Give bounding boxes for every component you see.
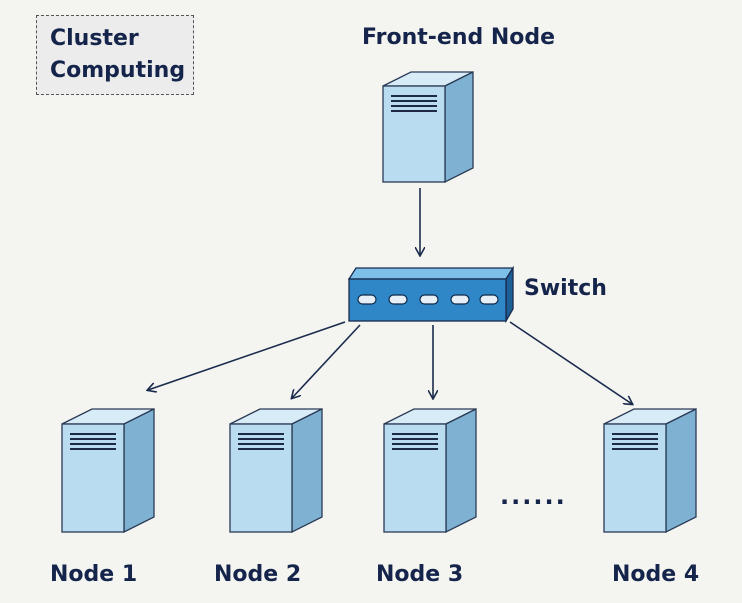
more-nodes-ellipsis: ...... bbox=[500, 482, 567, 510]
arrow-switch-to-node-4 bbox=[509, 321, 632, 404]
front-end-node-label: Front-end Node bbox=[362, 25, 556, 50]
switch-port-1 bbox=[357, 294, 377, 305]
node-3-server bbox=[383, 407, 477, 534]
title-line-1: Cluster bbox=[50, 26, 139, 51]
switch-port-5 bbox=[479, 294, 499, 305]
arrow-switch-to-node-2 bbox=[292, 324, 361, 398]
node-4-server bbox=[603, 407, 697, 534]
node-2-label: Node 2 bbox=[214, 562, 302, 587]
title-line-2: Computing bbox=[50, 58, 186, 83]
switch-port-2 bbox=[388, 294, 408, 305]
node-3-label: Node 3 bbox=[376, 562, 464, 587]
switch-port-3 bbox=[419, 294, 439, 305]
title-box: Cluster Computing bbox=[36, 15, 194, 95]
node-4-label: Node 4 bbox=[612, 562, 700, 587]
switch-port-4 bbox=[450, 294, 470, 305]
node-1-label: Node 1 bbox=[50, 562, 138, 587]
network-switch bbox=[347, 265, 515, 324]
node-2-server bbox=[229, 407, 323, 534]
front-end-server bbox=[382, 70, 474, 184]
arrow-switch-to-node-1 bbox=[148, 321, 346, 390]
switch-label: Switch bbox=[524, 276, 607, 301]
node-1-server bbox=[61, 407, 155, 534]
